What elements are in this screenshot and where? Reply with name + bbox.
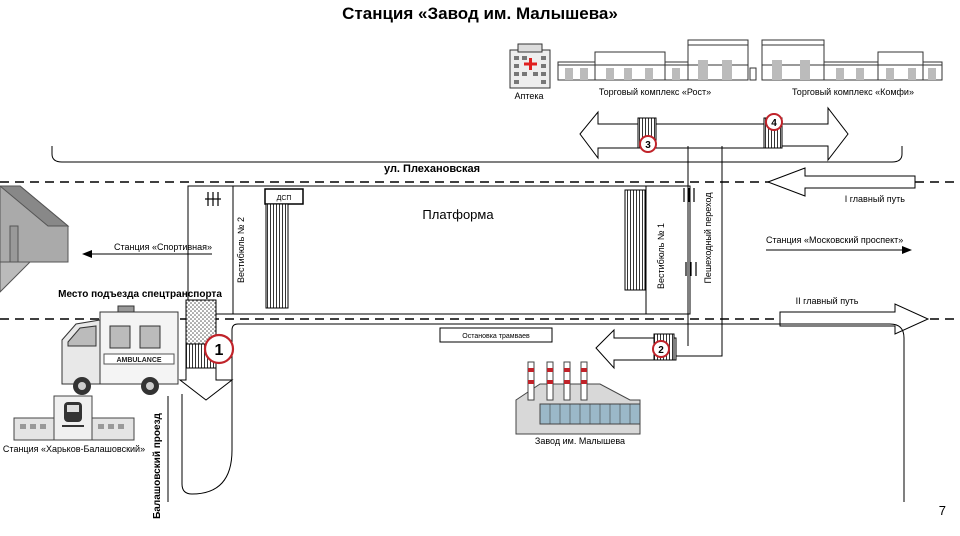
svg-text:4: 4	[771, 118, 777, 129]
vestibule-2-label: Вестибюль № 2	[236, 217, 246, 283]
svg-text:3: 3	[645, 140, 651, 151]
station-kharkov-label: Станция «Харьков-Балашовский»	[3, 444, 145, 454]
mall-building-icon	[557, 39, 757, 81]
tram-stop-box	[439, 327, 553, 343]
factory-label: Завод им. Малышева	[535, 436, 625, 446]
page-number: 7	[938, 503, 946, 518]
to-moskovsky-label: Станция «Московский проспект»	[766, 235, 903, 245]
vestibule-1-stairs	[624, 189, 646, 291]
mall-komfi-label: Торговый комплекс «Комфи»	[792, 87, 914, 97]
street-boundary	[51, 146, 903, 163]
pedestrian-crossing-label: Пешеходный переход	[703, 192, 713, 284]
exit-1-arrow	[178, 367, 234, 401]
svg-text:1: 1	[215, 342, 224, 359]
special-transport-label: Место подъезда спецтранспорта	[58, 289, 222, 300]
vestibule-1-label: Вестибюль № 1	[656, 223, 666, 289]
platform-label: Платформа	[422, 207, 494, 222]
main-track-1-arrow	[766, 167, 916, 197]
turnstile-icon	[205, 192, 221, 206]
mall-building-icon	[761, 39, 943, 81]
hospital-icon	[509, 43, 551, 89]
exit-2-marker: 2	[652, 340, 670, 358]
svg-text:2: 2	[658, 345, 664, 356]
main-track-2-label: II главный путь	[796, 296, 859, 306]
tram-stop-label: Остановка трамваев	[462, 333, 530, 340]
pharmacy-label: Аптека	[514, 91, 543, 101]
platform-outline	[187, 185, 691, 315]
pedestrian-crossing-path	[662, 146, 723, 357]
page-title: Станция «Завод им. Малышева»	[342, 4, 618, 23]
main-track-2-arrow	[779, 303, 930, 335]
to-sportivnaya-arrowhead	[82, 250, 92, 258]
mall-rost-label: Торговый комплекс «Рост»	[599, 87, 711, 97]
balashovsky-label: Балашовский проезд	[152, 412, 163, 518]
ambulance-icon: AMBULANCE	[61, 305, 179, 395]
to-moskovsky-arrowhead	[902, 246, 912, 254]
main-track-1-label: I главный путь	[845, 194, 906, 204]
to-sportivnaya-label: Станция «Спортивная»	[114, 242, 212, 252]
bridge-icon	[0, 185, 70, 293]
road-outline	[181, 323, 905, 502]
ambulance-text: AMBULANCE	[116, 357, 161, 364]
street-label: ул. Плехановская	[384, 163, 480, 175]
vestibule-2-stairs	[265, 203, 289, 309]
factory-icon	[515, 361, 641, 435]
exit-3-arrow	[579, 110, 766, 160]
exit-4-marker: 4	[765, 113, 783, 131]
exit-3-marker: 3	[639, 135, 657, 153]
train-station-icon	[13, 395, 135, 441]
turnstile-icon	[683, 188, 697, 276]
dsp-label: ДСП	[277, 195, 292, 202]
exit-1-marker: 1	[203, 333, 235, 365]
